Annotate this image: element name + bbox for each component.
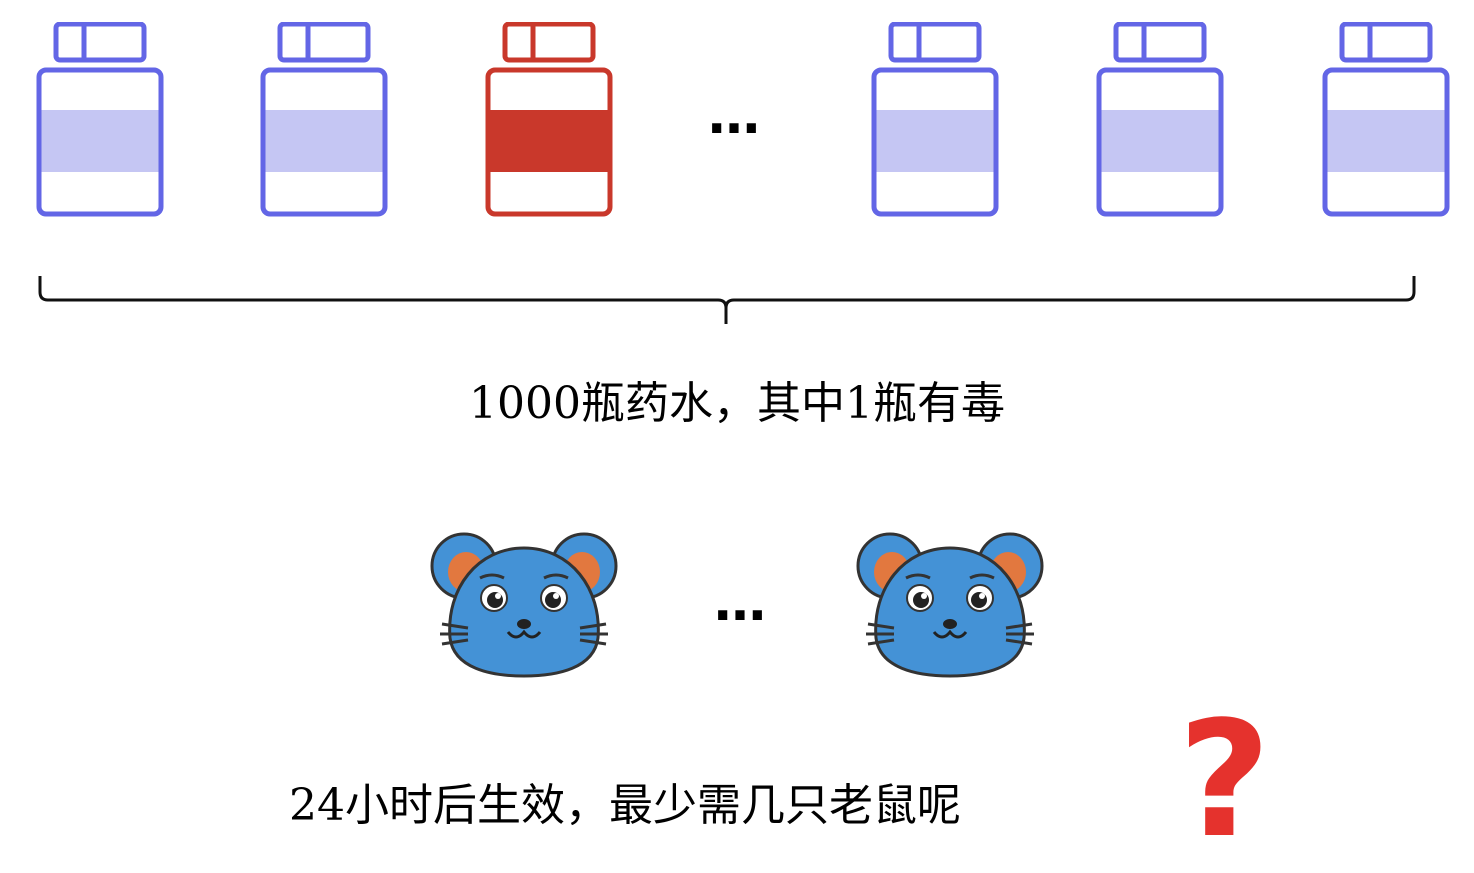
bottle-1 — [36, 22, 164, 217]
question-mark-icon: ? — [1178, 686, 1271, 873]
caption-bottles: 1000瓶药水，其中1瓶有毒 — [469, 378, 1005, 429]
bottle-5 — [1096, 22, 1224, 217]
mice-ellipsis: … — [714, 573, 770, 633]
curly-brace — [38, 276, 1416, 324]
mouse-2 — [856, 532, 1044, 678]
bottles-ellipsis: … — [708, 86, 764, 146]
bottle-6 — [1322, 22, 1450, 217]
bottle-poison — [485, 22, 613, 217]
mouse-1 — [430, 532, 618, 678]
bottle-2 — [260, 22, 388, 217]
caption-question: 24小时后生效，最少需几只老鼠呢 — [289, 780, 961, 831]
bottle-4 — [871, 22, 999, 217]
